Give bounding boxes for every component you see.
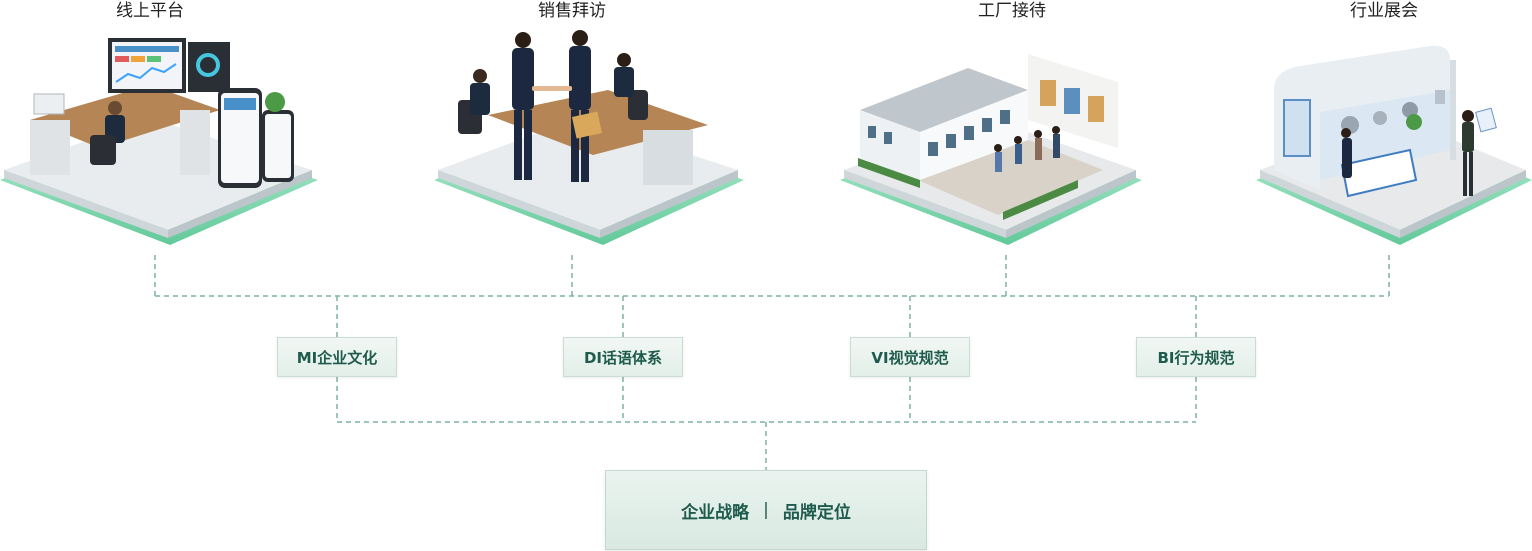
foundation-strategy-positioning: 企业战略 | 品牌定位 bbox=[605, 470, 927, 550]
industry-exhibition-booth-illustration bbox=[1250, 30, 1532, 255]
pillar-vi-visual-standard: VI视觉规范 bbox=[850, 337, 970, 377]
foundation-strategy-label: 企业战略 bbox=[681, 502, 750, 523]
pillar-label: MI企业文化 bbox=[296, 348, 378, 367]
foundation-separator: | bbox=[763, 500, 769, 520]
scene-title-factory: 工厂接待 bbox=[978, 1, 1046, 21]
sales-visit-handshake-illustration bbox=[428, 30, 748, 255]
scene-title-online: 线上平台 bbox=[116, 1, 184, 21]
pillar-di-discourse-system: DI话语体系 bbox=[563, 337, 683, 377]
pillar-label: DI话语体系 bbox=[583, 348, 663, 367]
pillar-mi-corporate-culture: MI企业文化 bbox=[277, 337, 397, 377]
scene-title-sales: 销售拜访 bbox=[538, 1, 606, 21]
pillar-label: BI行为规范 bbox=[1157, 348, 1235, 367]
online-platform-office-illustration bbox=[0, 30, 320, 255]
factory-reception-illustration bbox=[838, 30, 1158, 255]
scene-title-exhibition: 行业展会 bbox=[1350, 1, 1418, 21]
foundation-positioning-label: 品牌定位 bbox=[782, 502, 851, 523]
pillar-label: VI视觉规范 bbox=[871, 348, 949, 367]
pillar-bi-behavior-standard: BI行为规范 bbox=[1136, 337, 1256, 377]
